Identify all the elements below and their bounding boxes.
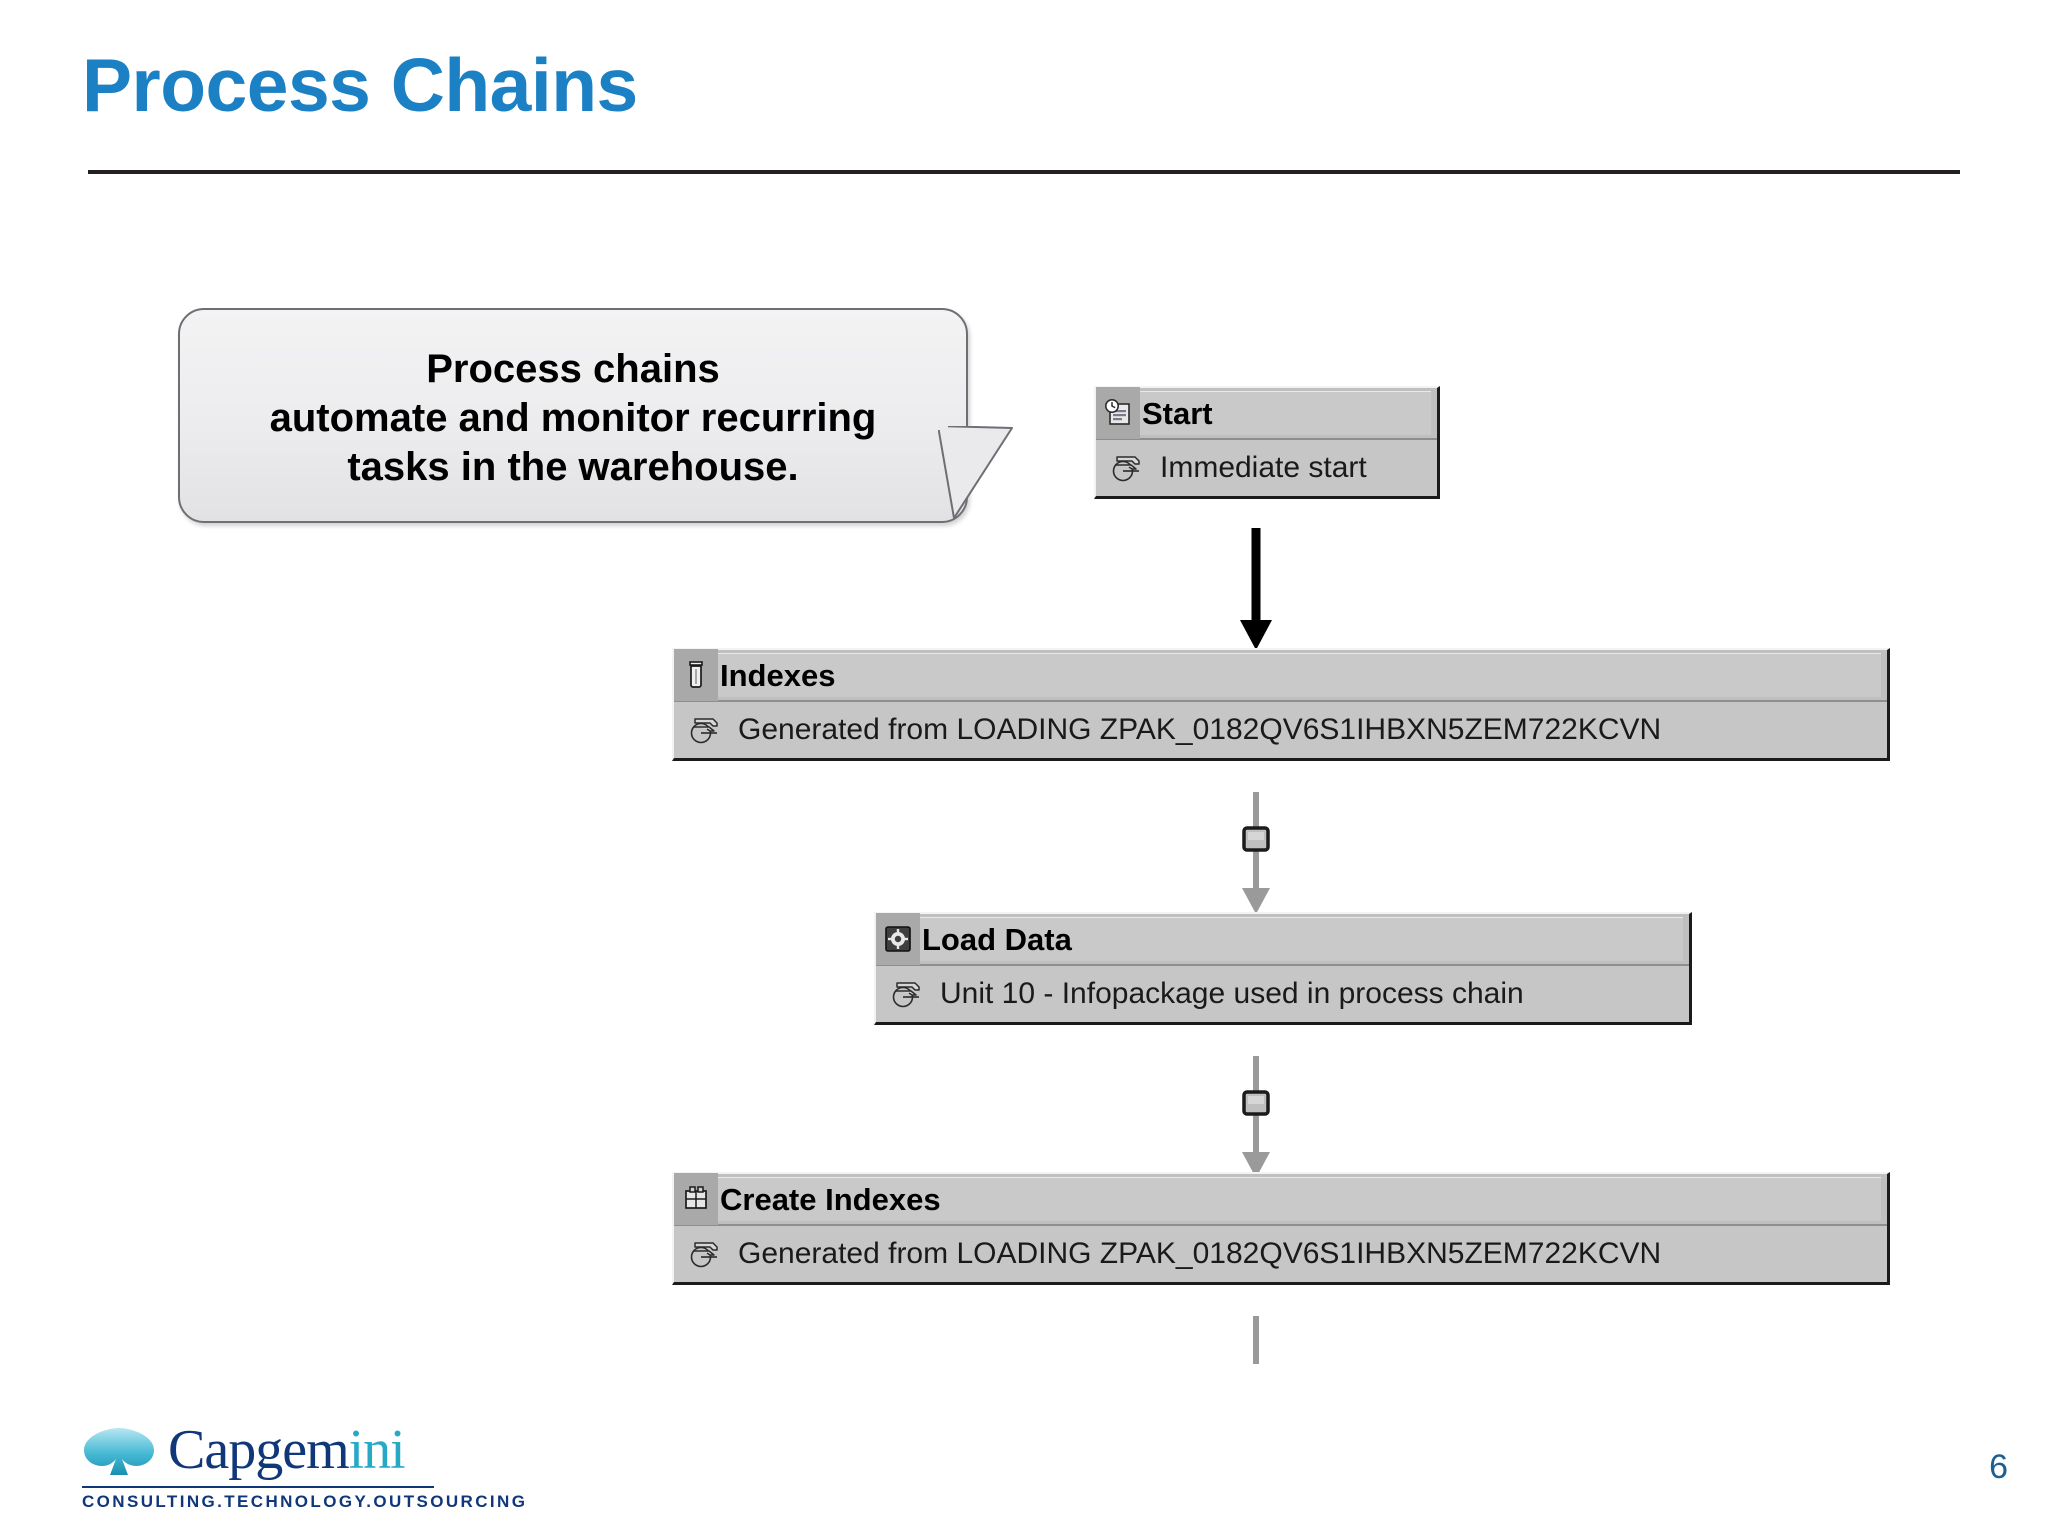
logo-divider [82,1486,434,1488]
node-subtitle-create-indexes: Generated from LOADING ZPAK_0182QV6S1IHB… [738,1237,1662,1270]
node-header: Create Indexes [674,1173,1887,1226]
node-header: Start [1096,387,1437,440]
process-variant-icon [1104,444,1150,492]
gear-icon [876,913,920,965]
clock-schedule-icon [1096,387,1140,439]
node-subtitle-start: Immediate start [1160,451,1367,484]
connector-indexes-to-load-data [1230,792,1282,916]
callout-text: Process chains automate and monitor recu… [178,308,968,523]
process-node-start[interactable]: Start Immediate start [1094,386,1440,499]
node-subtitle-load-data: Unit 10 - Infopackage used in process ch… [940,977,1524,1010]
title-divider [88,170,1960,174]
delete-index-trash-icon [674,649,718,701]
capgemini-logo: Capgemini CONSULTING.TECHNOLOGY.OUTSOURC… [80,1419,525,1516]
connector-load-data-to-create-indexes [1230,1056,1282,1180]
connector-start-to-indexes [1236,528,1276,652]
callout-tail-icon [938,426,1046,530]
logo-word-tail: ini [348,1419,406,1481]
node-header-bar: Start [1140,391,1431,435]
process-chains-callout: Process chains automate and monitor recu… [178,308,1013,533]
page-number: 6 [1989,1448,2008,1486]
node-subtitle-row: Generated from LOADING ZPAK_0182QV6S1IHB… [674,1226,1887,1282]
create-index-icon [674,1173,718,1225]
callout-bubble [178,308,968,523]
page-title: Process Chains [82,43,638,127]
node-header-bar: Indexes [718,653,1881,697]
callout-line-3: tasks in the warehouse. [347,445,799,490]
node-header-bar: Create Indexes [718,1177,1881,1221]
process-node-load-data[interactable]: Load Data Unit 10 - Infopackage used in … [874,912,1692,1025]
process-node-indexes[interactable]: Indexes Generated from LOADING ZPAK_0182… [672,648,1890,761]
node-header: Indexes [674,649,1887,702]
node-title-load-data: Load Data [922,922,1072,957]
logo-word-main: Capgem [168,1419,350,1481]
process-variant-icon [682,1230,728,1278]
logo-tagline: CONSULTING.TECHNOLOGY.OUTSOURCING [82,1492,528,1511]
node-subtitle-row: Unit 10 - Infopackage used in process ch… [876,966,1689,1022]
node-subtitle-indexes: Generated from LOADING ZPAK_0182QV6S1IHB… [738,713,1662,746]
node-title-start: Start [1142,396,1213,431]
process-node-create-indexes[interactable]: Create Indexes Generated from LOADING ZP… [672,1172,1890,1285]
node-subtitle-row: Generated from LOADING ZPAK_0182QV6S1IHB… [674,702,1887,758]
node-title-create-indexes: Create Indexes [720,1182,941,1217]
process-variant-icon [682,706,728,754]
capgemini-wordmark: Capgemini [168,1418,406,1482]
node-header-bar: Load Data [920,917,1683,961]
node-title-indexes: Indexes [720,658,836,693]
connector-create-indexes-onward [1248,1316,1264,1364]
callout-line-2: automate and monitor recurring [269,395,877,440]
callout-line-1: Process chains [426,346,720,391]
node-header: Load Data [876,913,1689,966]
process-variant-icon [884,970,930,1018]
node-subtitle-row: Immediate start [1096,440,1437,496]
capgemini-spade-icon [80,1426,158,1488]
